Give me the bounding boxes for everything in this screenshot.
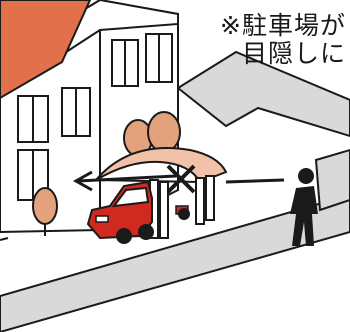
car-illustration (86, 180, 190, 244)
person-icon (290, 168, 318, 246)
house-illustration (0, 0, 179, 234)
tree-small-illustration (32, 187, 58, 236)
caption-line-1: ※駐車場が (220, 11, 346, 40)
blocked-sightline-x-icon (166, 164, 285, 194)
tree-illustration (123, 111, 181, 157)
curb-right (314, 148, 350, 212)
sidewalk (0, 193, 350, 332)
caption-line-2: 目隠しに (241, 39, 346, 68)
roof (0, 0, 92, 100)
road-top (176, 50, 350, 138)
arrow-left-icon (72, 170, 177, 192)
